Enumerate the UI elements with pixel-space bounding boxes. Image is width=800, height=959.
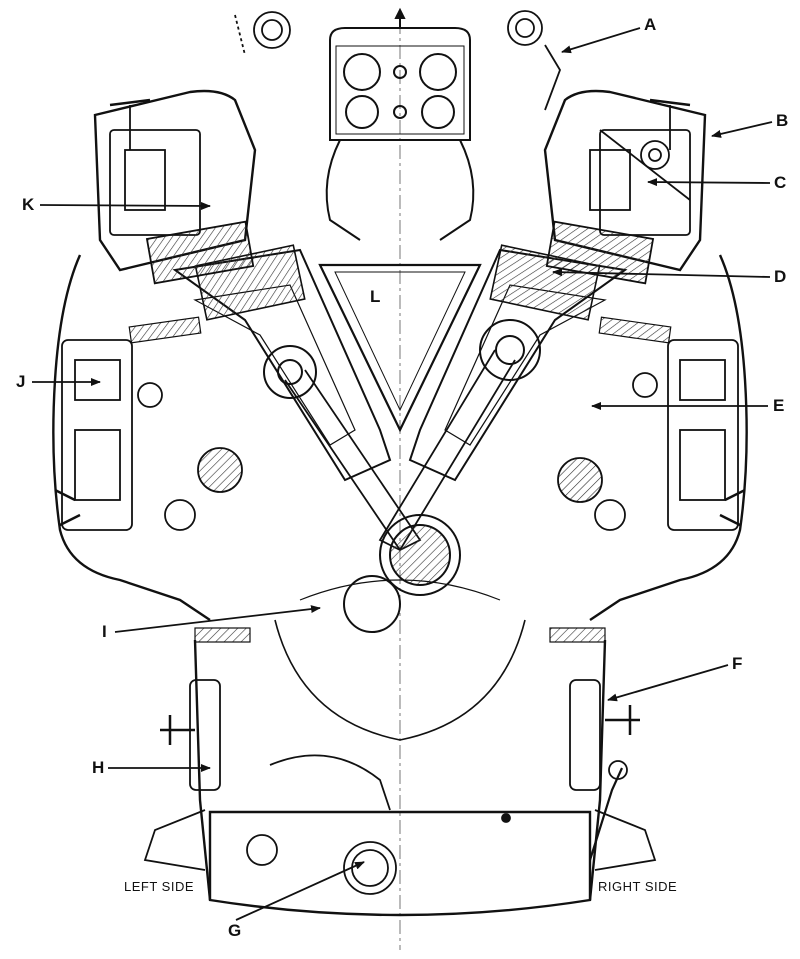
label-L: L	[370, 287, 381, 306]
right-cylinder-head	[545, 98, 691, 285]
label-K: K	[22, 195, 35, 214]
crankshaft	[274, 514, 526, 741]
v-chamber	[318, 263, 482, 433]
leader-lines	[32, 27, 773, 921]
label-C: C	[774, 173, 787, 192]
left-side-label: LEFT SIDE	[124, 879, 195, 894]
mounting-feet	[143, 809, 657, 871]
label-A: A	[644, 15, 657, 34]
leader-D	[552, 268, 771, 278]
left-fuel-pump	[54, 339, 243, 531]
leader-I	[114, 605, 321, 633]
joint-hatches	[128, 316, 672, 643]
left-cylinder-head	[109, 98, 255, 285]
exhaust-manifold	[325, 7, 475, 241]
top-intake-fittings	[234, 10, 561, 111]
label-J: J	[16, 372, 26, 391]
leader-K	[39, 201, 211, 210]
oil-pan-details	[160, 679, 640, 895]
leader-F	[607, 664, 729, 702]
right-side-label: RIGHT SIDE	[598, 879, 678, 894]
leader-C	[647, 178, 771, 187]
leader-B	[711, 121, 773, 138]
label-F: F	[732, 654, 743, 673]
leader-A	[561, 27, 641, 54]
label-I: I	[102, 622, 107, 641]
label-G: G	[228, 921, 242, 940]
label-B: B	[776, 111, 789, 130]
label-D: D	[774, 267, 787, 286]
right-fuel-pump	[557, 339, 746, 531]
label-E: E	[773, 396, 785, 415]
leader-G	[235, 861, 365, 921]
label-H: H	[92, 758, 105, 777]
